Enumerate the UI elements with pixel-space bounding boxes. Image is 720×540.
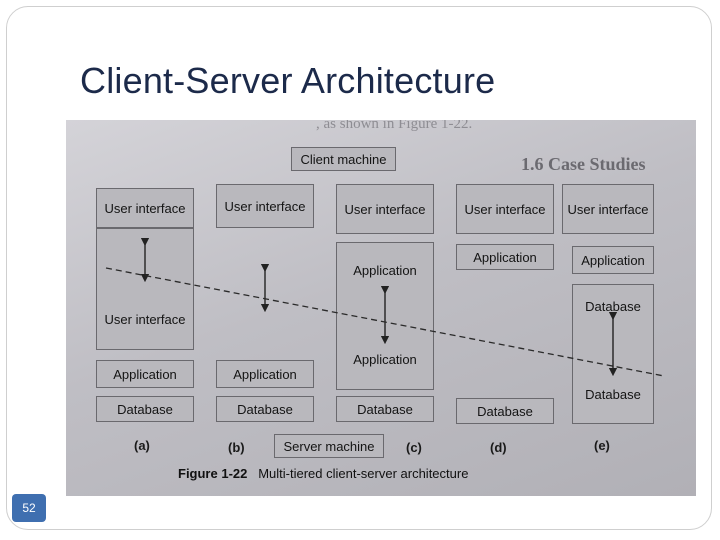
server-machine-label: Server machine bbox=[274, 434, 384, 458]
figure-caption: Figure 1-22 Multi-tiered client-server a… bbox=[178, 466, 468, 481]
col-c-application-lower: Application bbox=[353, 351, 417, 367]
col-c-database: Database bbox=[336, 396, 434, 422]
client-server-divider bbox=[105, 267, 665, 377]
diagram-lines bbox=[105, 237, 665, 377]
client-machine-label: Client machine bbox=[291, 147, 396, 171]
col-c-label: (c) bbox=[406, 440, 422, 455]
col-b-application: Application bbox=[216, 360, 314, 388]
col-a-label: (a) bbox=[134, 438, 150, 453]
col-d-label: (d) bbox=[490, 440, 507, 455]
col-d-application: Application bbox=[456, 244, 554, 270]
col-a-database: Database bbox=[96, 396, 194, 422]
col-c-user-interface: User interface bbox=[336, 184, 434, 234]
col-e-application: Application bbox=[572, 246, 654, 274]
col-a-application: Application bbox=[96, 360, 194, 388]
book-text-fragment: , as shown in Figure 1-22. bbox=[316, 120, 473, 132]
col-e-label: (e) bbox=[594, 438, 610, 453]
col-d-user-interface: User interface bbox=[456, 184, 554, 234]
col-e-database-lower: Database bbox=[585, 386, 641, 402]
col-b-database: Database bbox=[216, 396, 314, 422]
col-a-user-interface: User interface bbox=[96, 188, 194, 228]
case-studies-heading: 1.6 Case Studies bbox=[521, 154, 646, 174]
slide-title: Client-Server Architecture bbox=[80, 60, 496, 101]
col-b-label: (b) bbox=[228, 440, 245, 455]
col-d-database: Database bbox=[456, 398, 554, 424]
slide-number: 52 bbox=[12, 494, 46, 522]
figure-photo: , as shown in Figure 1-22. 1.6 Case Stud… bbox=[66, 120, 696, 496]
figure-caption-text: Multi-tiered client-server architecture bbox=[258, 466, 469, 481]
figure-number: Figure 1-22 bbox=[178, 466, 248, 481]
col-e-user-interface: User interface bbox=[562, 184, 654, 234]
col-b-user-interface: User interface bbox=[216, 184, 314, 228]
